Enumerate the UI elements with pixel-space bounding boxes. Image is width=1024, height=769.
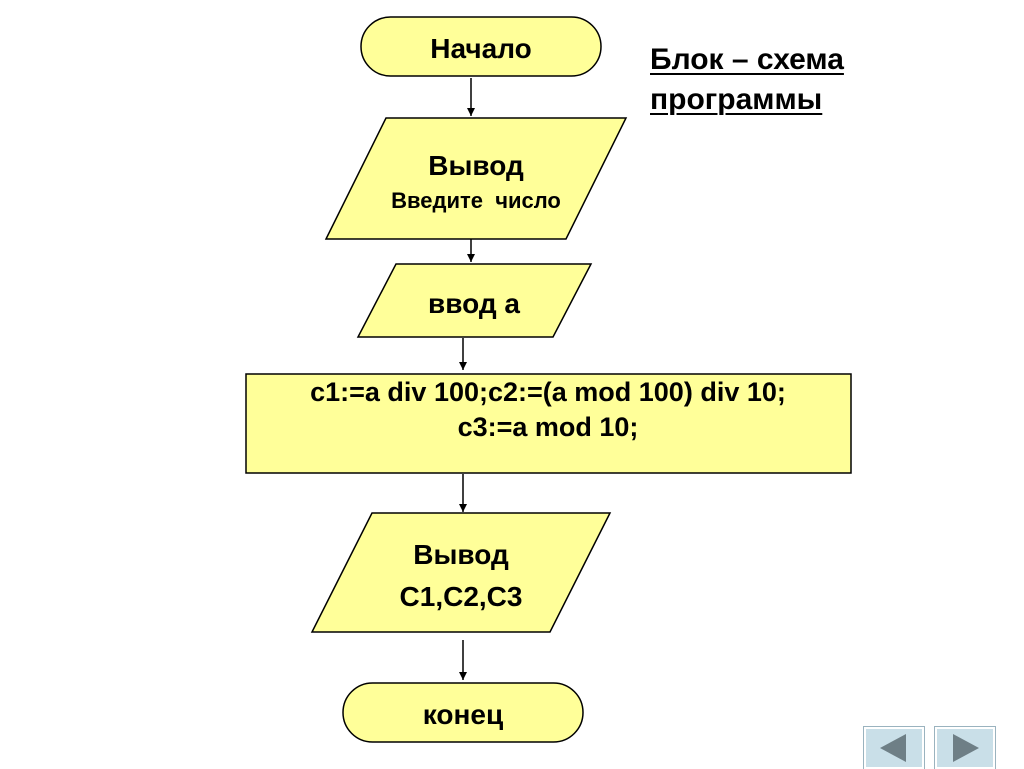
process-block [245, 373, 852, 474]
slide-title-line-2: программы [650, 83, 823, 116]
output1-title: Вывод [428, 150, 524, 181]
end-label: конец [423, 699, 503, 730]
start-label: Начало [430, 33, 531, 64]
process-line-2: c3:=a mod 10; [458, 412, 639, 442]
start-terminator [360, 16, 602, 77]
triangle-left-icon [880, 734, 906, 762]
slide-title-line-1: Блок – схема [650, 43, 844, 76]
process-line-1: с1:=a div 100;c2:=(a mod 100) div 10; [310, 377, 786, 407]
output-block-1 [324, 117, 628, 240]
output2-title: Вывод [413, 539, 509, 570]
input-label: ввод а [428, 288, 520, 319]
input-block [356, 263, 593, 338]
triangle-right-icon [953, 734, 979, 762]
previous-slide-button[interactable] [863, 726, 925, 769]
output2-values: С1,С2,С3 [400, 581, 523, 612]
next-slide-button[interactable] [934, 726, 996, 769]
end-terminator [342, 682, 584, 743]
output1-text: Введите число [391, 188, 561, 213]
output-block-2 [310, 512, 612, 633]
